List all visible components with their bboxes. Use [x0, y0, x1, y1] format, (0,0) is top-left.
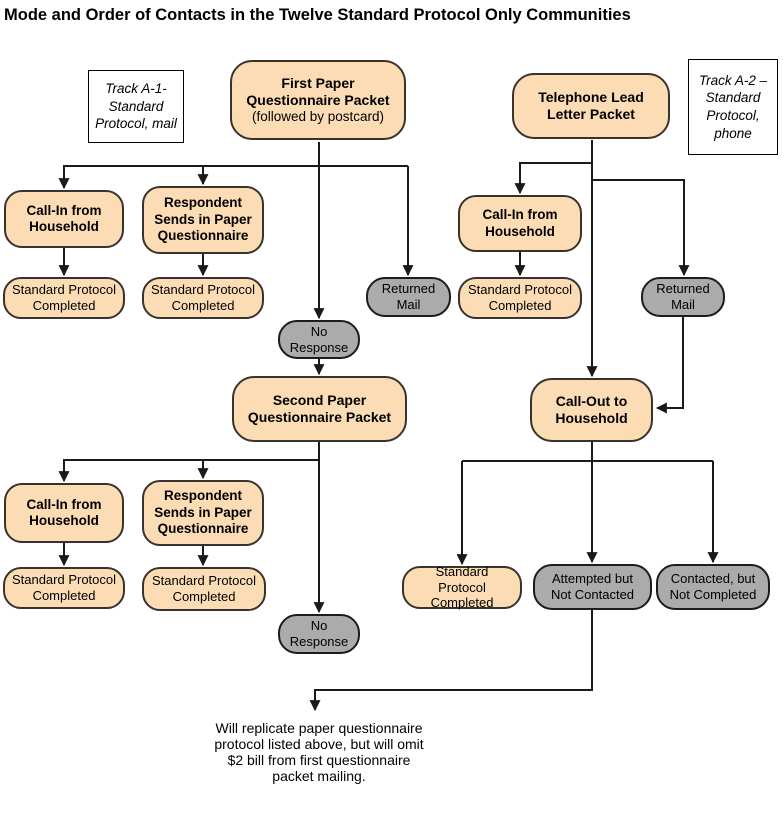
connector-branch-to-callin-right	[514, 162, 592, 195]
node-returned-mail-1: Returned Mail	[366, 277, 451, 317]
connector-returnedmail2-to-callout	[655, 317, 684, 414]
node-std-protocol-completed-right: Standard Protocol Completed	[458, 277, 582, 319]
connector-attempted-to-annotation	[309, 610, 593, 712]
node-std-protocol-completed-phone: Standard Protocol Completed	[402, 564, 522, 610]
node-call-in-household-right: Call-In from Household	[458, 195, 582, 252]
node-no-response-2: No Response	[278, 614, 360, 654]
node-no-response-1: No Response	[278, 320, 360, 359]
node-std-protocol-completed-4: Standard Protocol Completed	[142, 567, 266, 611]
node-std-protocol-completed-2: Standard Protocol Completed	[142, 277, 264, 319]
node-std-protocol-completed-1: Standard Protocol Completed	[3, 277, 125, 319]
connector-branch-to-returnedmail2	[592, 179, 690, 277]
node-respondent-sends-1: Respondent Sends in Paper Questionnaire	[142, 186, 264, 254]
first-packet-title: First Paper Questionnaire Packet	[246, 74, 390, 108]
diagram-title: Mode and Order of Contacts in the Twelve…	[4, 6, 631, 24]
node-attempted-not-contacted: Attempted but Not Contacted	[533, 564, 652, 610]
node-telephone-lead-letter-packet: Telephone Lead Letter Packet	[512, 73, 670, 139]
node-std-protocol-completed-3: Standard Protocol Completed	[3, 567, 125, 609]
node-call-in-household-1: Call-In from Household	[4, 190, 124, 248]
node-second-paper-questionnaire-packet: Second Paper Questionnaire Packet	[232, 376, 407, 442]
first-packet-subtitle: (followed by postcard)	[251, 108, 385, 124]
node-respondent-sends-2: Respondent Sends in Paper Questionnaire	[142, 480, 264, 546]
bottom-annotation: Will replicate paper questionnaire proto…	[214, 720, 424, 784]
track-a1-label: Track A-1- Standard Protocol, mail	[88, 70, 184, 143]
node-contacted-not-completed: Contacted, but Not Completed	[656, 564, 770, 610]
node-call-out-to-household: Call-Out to Household	[530, 378, 653, 442]
node-first-paper-questionnaire-packet: First Paper Questionnaire Packet (follow…	[230, 60, 406, 140]
node-returned-mail-2: Returned Mail	[641, 277, 725, 317]
track-a2-label: Track A-2 – Standard Protocol, phone	[688, 59, 778, 155]
node-call-in-household-2: Call-In from Household	[4, 483, 124, 543]
